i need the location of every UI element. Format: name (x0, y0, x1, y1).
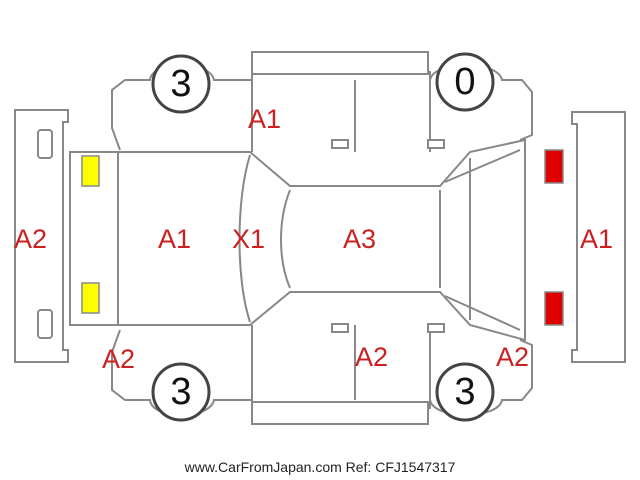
label-bottom-rear-door: A2 (355, 342, 388, 372)
label-rear-bumper: A1 (580, 224, 613, 254)
label-bottom-rear-fender: A2 (496, 342, 529, 372)
tire-rear-left-value: 3 (170, 371, 191, 413)
tire-front-left: 3 (151, 54, 211, 114)
headlight-right (81, 282, 100, 314)
tire-front-right: 0 (435, 52, 495, 112)
tire-front-left-value: 3 (170, 63, 191, 105)
bottom-side-profile (111, 323, 533, 425)
tire-rear-right-value: 3 (454, 371, 475, 413)
tire-front-right-value: 0 (454, 61, 475, 103)
label-roof: A3 (343, 224, 376, 254)
tire-rear-left: 3 (151, 362, 211, 422)
headlight-left (81, 155, 100, 187)
top-view-body (69, 138, 526, 342)
label-top-front-door: A1 (248, 104, 281, 134)
tire-rear-right: 3 (435, 362, 495, 422)
taillight-left (544, 149, 564, 184)
top-side-profile (111, 51, 533, 152)
front-bumper (14, 109, 69, 363)
footer-reference: www.CarFromJapan.com Ref: CFJ1547317 (184, 459, 456, 475)
taillight-right (544, 291, 564, 326)
label-windshield: X1 (232, 224, 265, 254)
label-hood: A1 (158, 224, 191, 254)
rear-bumper (571, 111, 626, 363)
label-front-bumper: A2 (14, 224, 47, 254)
label-bottom-front-fender: A2 (102, 344, 135, 374)
